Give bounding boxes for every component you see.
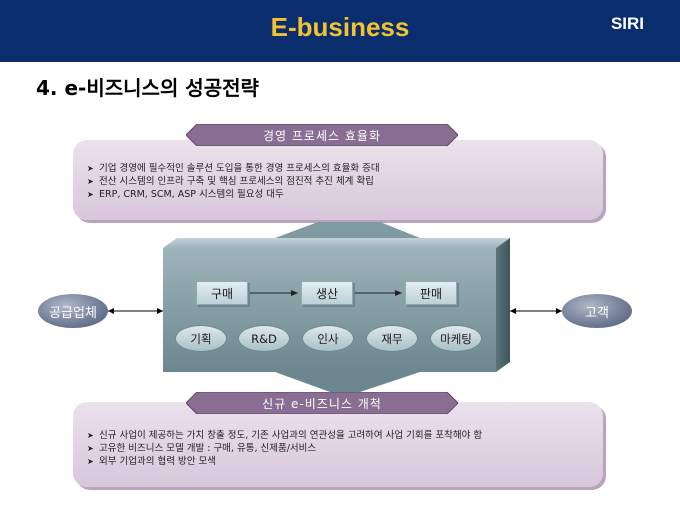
core-block-front [163,248,496,372]
core-block-top [163,238,510,248]
list-item: ➤전산 시스템의 인프라 구축 및 핵심 프로세스의 점진적 추진 체계 확립 [87,176,374,187]
top-banner: 경영 프로세스 효율화 [186,124,458,146]
header-bar: E-business SIRI [0,0,680,62]
arrow-bullet-icon: ➤ [87,457,94,466]
arrow-bullet-icon: ➤ [87,164,94,173]
step-sales: 판매 [405,281,457,305]
down-arrow-icon [275,372,420,392]
step-production: 생산 [301,281,353,305]
function-rnd: R&D [238,325,290,352]
top-panel-list: ➤기업 경영에 필수적인 솔루션 도입을 통한 경영 프로세스의 효율화 증대 … [87,162,380,201]
bottom-banner: 신규 e-비즈니스 개척 [186,392,458,414]
list-item: ➤ERP, CRM, SCM, ASP 시스템의 필요성 대두 [87,189,284,200]
up-arrow-icon [275,222,420,238]
arrowhead-icon [510,308,516,314]
core-block-side [496,238,510,372]
bottom-banner-label: 신규 e-비즈니스 개척 [262,397,382,411]
top-banner-label: 경영 프로세스 효율화 [263,129,381,143]
list-item: ➤신규 사업이 제공하는 가치 창출 정도, 기존 사업과의 연관성을 고려하여… [87,430,483,441]
arrowhead-icon [395,290,402,296]
arrow-bullet-icon: ➤ [87,177,94,186]
function-marketing: 마케팅 [430,325,482,352]
arrow-bullet-icon: ➤ [87,431,94,440]
list-item: ➤기업 경영에 필수적인 솔루션 도입을 통한 경영 프로세스의 효율화 증대 [87,163,380,174]
function-planning: 기획 [175,325,227,352]
arrowhead-icon [157,308,163,314]
bottom-panel: ➤신규 사업이 제공하는 가치 창출 정도, 기존 사업과의 연관성을 고려하여… [73,402,603,487]
arrowhead-icon [108,308,114,314]
arrow-bullet-icon: ➤ [87,190,94,199]
banner-shape [186,124,458,146]
banner-shape [186,392,458,414]
list-item: ➤외부 기업과의 협력 방안 모색 [87,456,216,467]
function-hr: 인사 [302,325,354,352]
top-panel: ➤기업 경영에 필수적인 솔루션 도입을 통한 경영 프로세스의 효율화 증대 … [73,140,603,220]
arrowhead-icon [291,290,298,296]
arrowhead-icon [556,308,562,314]
customer-node: 고객 [562,294,632,328]
function-finance: 재무 [366,325,418,352]
supplier-node: 공급업체 [38,294,108,328]
brand-logo: SIRI [610,14,644,33]
slide-title: 4. e-비즈니스의 성공전략 [36,76,259,100]
bottom-panel-list: ➤신규 사업이 제공하는 가치 창출 정도, 기존 사업과의 연관성을 고려하여… [87,429,482,468]
header-title: E-business [270,12,410,42]
step-purchase: 구매 [196,281,248,305]
list-item: ➤고유한 비즈니스 모델 개발 : 구매, 유통, 신제품/서비스 [87,443,317,454]
arrow-bullet-icon: ➤ [87,444,94,453]
